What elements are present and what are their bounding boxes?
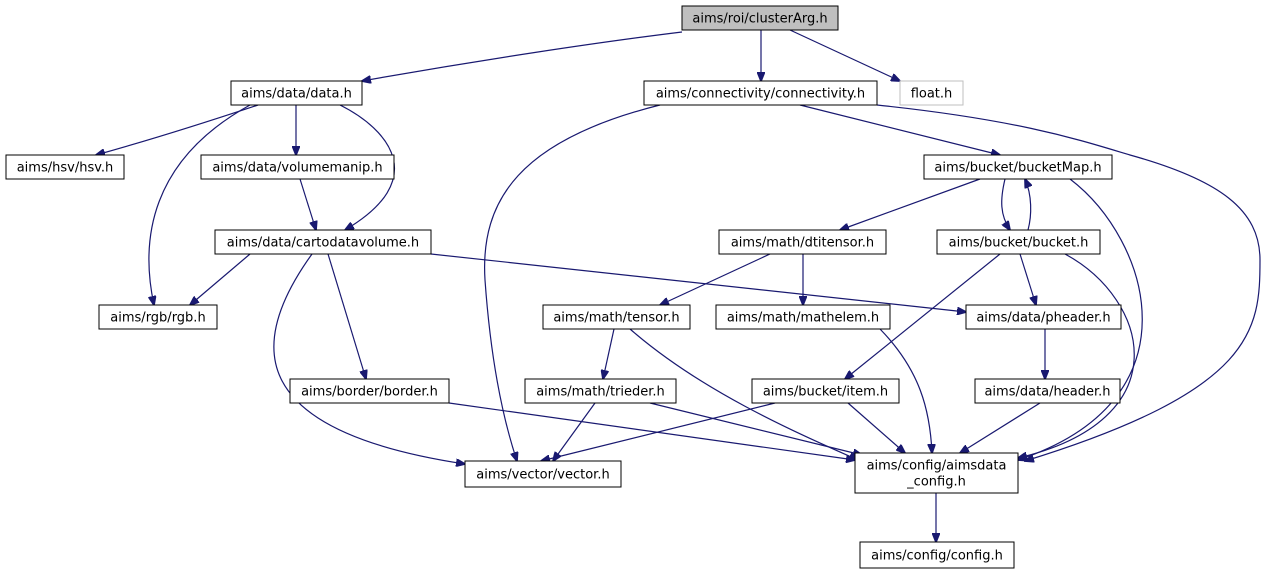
- node-label: aims/vector/vector.h: [476, 468, 609, 483]
- edge-item-to-aimsdata_config: [847, 402, 905, 453]
- node-bucketmap[interactable]: aims/bucket/bucketMap.h: [923, 154, 1113, 180]
- node-mathelem[interactable]: aims/math/mathelem.h: [715, 304, 891, 330]
- node-label: aims/hsv/hsv.h: [17, 161, 114, 176]
- node-box[interactable]: [751, 378, 900, 404]
- node-box[interactable]: [899, 80, 964, 106]
- node-label: aims/config/aimsdata: [867, 459, 1007, 474]
- node-box[interactable]: [542, 304, 691, 330]
- node-data[interactable]: aims/data/data.h: [230, 80, 363, 106]
- edge-header-to-aimsdata_config: [960, 402, 1041, 453]
- node-config[interactable]: aims/config/config.h: [859, 541, 1015, 569]
- edge-clusterarg-to-data: [362, 31, 683, 81]
- edge-connectivity-to-vector: [483, 104, 661, 461]
- edge-bucket-to-bucketmap: [1025, 179, 1031, 231]
- node-label: aims/rgb/rgb.h: [110, 311, 205, 326]
- edge-bucketmap-to-aimsdata_config: [1018, 178, 1143, 460]
- node-rgb[interactable]: aims/rgb/rgb.h: [98, 304, 218, 330]
- node-vector[interactable]: aims/vector/vector.h: [464, 460, 622, 488]
- nodes-layer: aims/roi/clusterArg.h aims/data/data.h aim…: [5, 5, 1122, 569]
- node-tensor[interactable]: aims/math/tensor.h: [542, 304, 691, 330]
- node-label: aims/math/trieder.h: [536, 385, 665, 400]
- node-box[interactable]: [859, 541, 1015, 569]
- edge-tensor-to-trieder: [603, 328, 615, 379]
- edge-trieder-to-aimsdata_config: [649, 402, 862, 455]
- node-box[interactable]: [464, 460, 622, 488]
- edge-bucketmap-to-bucket: [1001, 178, 1010, 230]
- node-box[interactable]: [524, 378, 677, 404]
- node-label: aims/math/mathelem.h: [727, 311, 879, 326]
- edge-volumemanip-to-cartodatavolume: [299, 178, 316, 230]
- edge-trieder-to-vector: [553, 402, 596, 461]
- node-label: aims/bucket/bucketMap.h: [934, 161, 1101, 176]
- node-label: aims/math/tensor.h: [553, 311, 679, 326]
- node-hsv[interactable]: aims/hsv/hsv.h: [5, 154, 125, 180]
- edge-data-to-rgb: [149, 104, 251, 305]
- node-header[interactable]: aims/data/header.h: [974, 378, 1121, 404]
- node-label: aims/border/border.h: [301, 385, 438, 400]
- node-label: aims/roi/clusterArg.h: [692, 12, 827, 27]
- node-label: aims/data/volumemanip.h: [212, 161, 382, 176]
- edge-mathelem-to-aimsdata_config: [879, 328, 932, 453]
- node-box[interactable]: [200, 154, 395, 180]
- edge-connectivity-to-aimsdata_config: [876, 104, 1261, 461]
- edge-cartodatavolume-to-rgb: [190, 253, 251, 305]
- node-box[interactable]: [715, 304, 891, 330]
- node-box[interactable]: [974, 378, 1121, 404]
- node-box[interactable]: [965, 304, 1122, 330]
- node-label: aims/data/cartodatavolume.h: [227, 236, 419, 251]
- node-box[interactable]: [681, 5, 839, 31]
- edge-cartodatavolume-to-border: [327, 253, 366, 379]
- node-box[interactable]: [643, 80, 878, 106]
- node-box[interactable]: [289, 378, 450, 404]
- node-label: aims/config/config.h: [871, 549, 1003, 564]
- node-clusterarg[interactable]: aims/roi/clusterArg.h: [681, 5, 839, 31]
- node-box[interactable]: [230, 80, 363, 106]
- node-volumemanip[interactable]: aims/data/volumemanip.h: [200, 154, 395, 180]
- node-dtitensor[interactable]: aims/math/dtitensor.h: [718, 229, 887, 255]
- node-pheader[interactable]: aims/data/pheader.h: [965, 304, 1122, 330]
- node-label: aims/math/dtitensor.h: [731, 236, 874, 251]
- node-label: aims/connectivity/connectivity.h: [656, 87, 865, 102]
- node-box[interactable]: [98, 304, 218, 330]
- node-cartodatavolume[interactable]: aims/data/cartodatavolume.h: [214, 229, 432, 255]
- node-border[interactable]: aims/border/border.h: [289, 378, 450, 404]
- edge-bucketmap-to-dtitensor: [840, 178, 981, 230]
- node-float[interactable]: float.h: [899, 80, 964, 106]
- node-box[interactable]: [936, 229, 1101, 255]
- edge-cartodatavolume-to-pheader: [430, 253, 966, 312]
- node-trieder[interactable]: aims/math/trieder.h: [524, 378, 677, 404]
- edge-dtitensor-to-tensor: [660, 253, 771, 305]
- edge-bucket-to-aimsdata_config: [1018, 253, 1135, 458]
- edge-connectivity-to-bucketmap: [799, 104, 1000, 155]
- node-box[interactable]: [5, 154, 125, 180]
- node-label: aims/bucket/item.h: [763, 385, 888, 400]
- node-label: aims/data/pheader.h: [976, 311, 1110, 326]
- node-box[interactable]: [923, 154, 1113, 180]
- node-label: _config.h: [906, 475, 966, 490]
- edge-cartodatavolume-to-vector: [273, 253, 465, 464]
- node-label: float.h: [911, 87, 953, 102]
- edge-item-to-vector: [541, 402, 776, 461]
- node-bucket[interactable]: aims/bucket/bucket.h: [936, 229, 1101, 255]
- edge-bucket-to-pheader: [1019, 253, 1036, 305]
- node-label: aims/bucket/bucket.h: [949, 236, 1089, 251]
- node-label: aims/data/data.h: [241, 87, 352, 102]
- node-box[interactable]: [214, 229, 432, 255]
- node-item[interactable]: aims/bucket/item.h: [751, 378, 900, 404]
- node-connectivity[interactable]: aims/connectivity/connectivity.h: [643, 80, 878, 106]
- node-aimsdata_config[interactable]: aims/config/aimsdata_config.h: [854, 452, 1019, 494]
- node-box[interactable]: [854, 452, 1019, 494]
- edges-layer: [96, 29, 1261, 542]
- node-box[interactable]: [718, 229, 887, 255]
- edge-data-to-hsv: [96, 104, 259, 155]
- edge-clusterarg-to-float: [789, 29, 900, 81]
- edge-bucket-to-item: [845, 253, 1001, 379]
- node-label: aims/data/header.h: [984, 385, 1110, 400]
- edge-border-to-aimsdata_config: [448, 402, 855, 460]
